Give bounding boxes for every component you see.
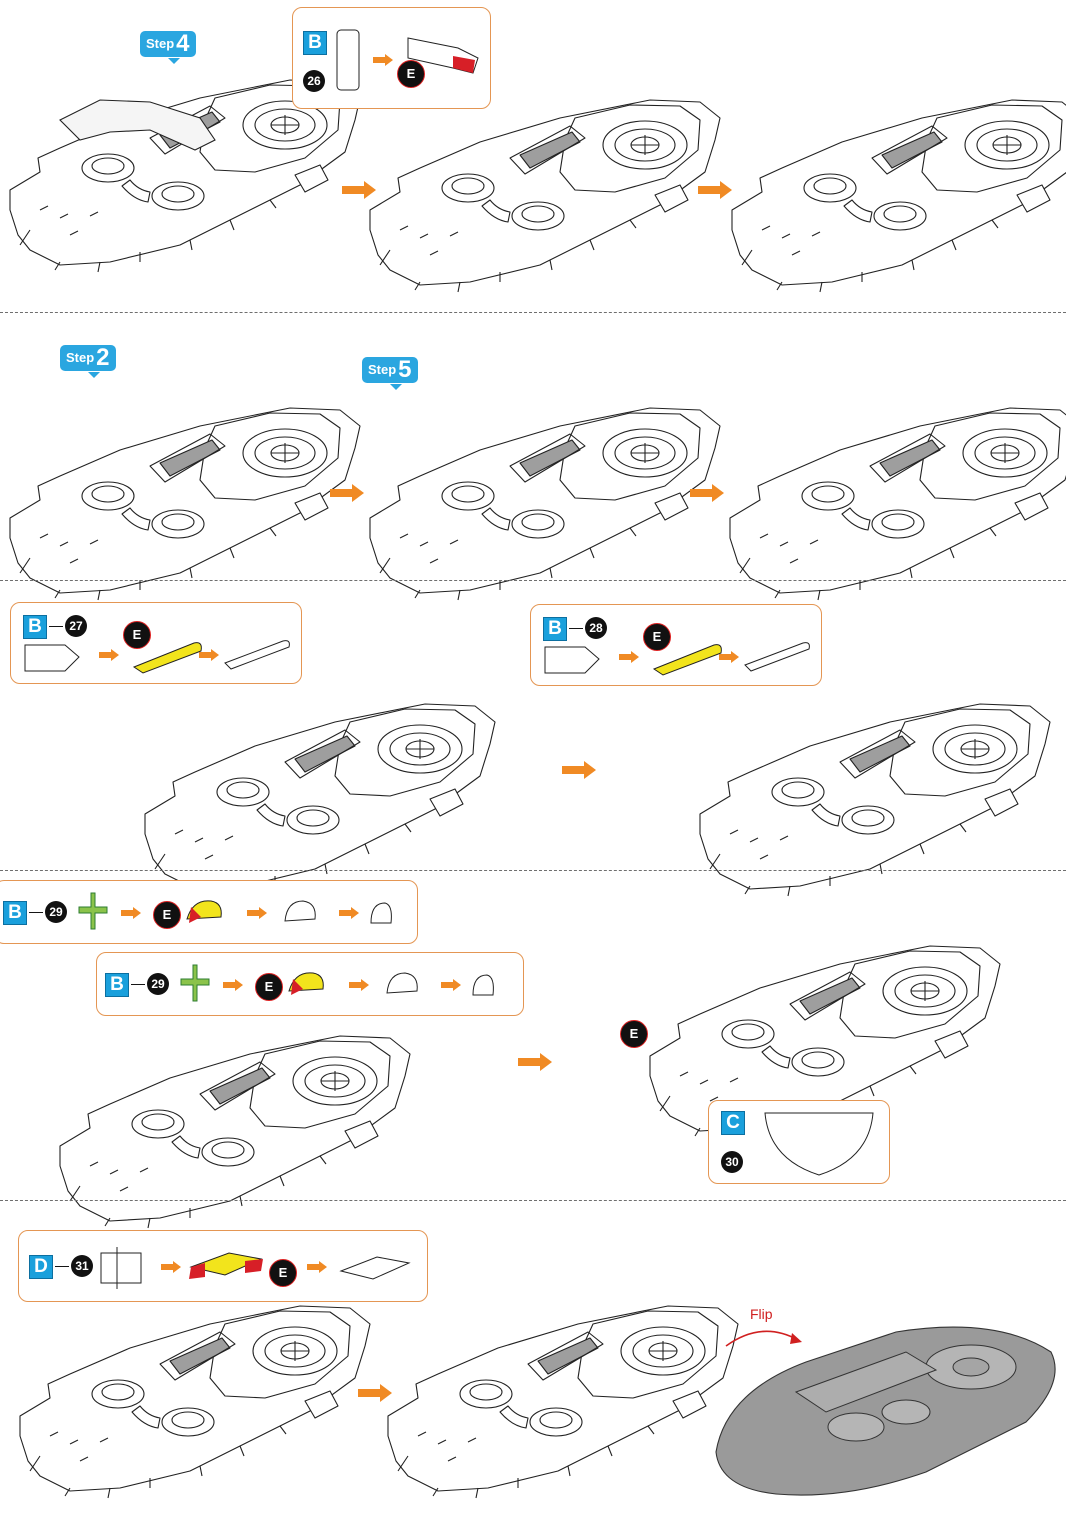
part-29-assembled xyxy=(386,972,418,994)
flipped-ship-illustration xyxy=(715,1326,1056,1496)
part-26-folded xyxy=(407,37,479,74)
fold-arrow-icon xyxy=(161,1261,181,1273)
sheet-b-label: B xyxy=(303,31,327,55)
part-30-flat xyxy=(764,1112,874,1176)
fold-arrow-icon xyxy=(719,651,739,663)
part-31-folding xyxy=(189,1252,263,1279)
fold-arrow-icon xyxy=(99,649,119,661)
fold-arrow-icon xyxy=(307,1261,327,1273)
fold-arrow-icon xyxy=(349,979,369,991)
part-29-flat xyxy=(180,964,210,1002)
sheet-c-label: C xyxy=(721,1111,745,1135)
e-fold-icon: E xyxy=(269,1259,297,1287)
fold-arrow-icon xyxy=(223,979,243,991)
fold-arrow-icon xyxy=(247,907,267,919)
separator-dash: — xyxy=(29,903,43,919)
ship-illustration xyxy=(369,99,721,293)
flow-arrow-icon xyxy=(562,761,596,779)
part-30-number: 30 xyxy=(721,1151,743,1173)
part-27-finished xyxy=(224,640,290,670)
separator-dash: — xyxy=(569,619,583,635)
callout-part-29b: B — 29 E xyxy=(96,952,524,1016)
section-divider xyxy=(0,870,1066,871)
panel-5: D — 31 E Flip xyxy=(0,1206,1066,1501)
callout-part-26: B 26 E xyxy=(292,7,491,109)
part-29-number: 29 xyxy=(45,901,67,923)
part-31-finished xyxy=(339,1256,411,1280)
part-28-finished xyxy=(744,642,810,672)
sheet-b-label: B xyxy=(543,617,567,641)
part-26-number: 26 xyxy=(303,70,325,92)
part-29-assembled xyxy=(284,900,316,922)
fold-arrow-icon xyxy=(373,54,393,66)
part-29-finished xyxy=(370,902,392,924)
flip-label: Flip xyxy=(750,1306,773,1322)
flow-arrow-icon xyxy=(698,181,732,199)
flow-arrow-icon xyxy=(358,1384,392,1402)
step-4-label: Step4 xyxy=(140,31,196,64)
step-2-label: Step2 xyxy=(60,345,116,378)
callout-part-27: B — 27 E xyxy=(10,602,302,684)
flow-arrow-icon xyxy=(518,1053,552,1071)
part-27-folded xyxy=(132,642,202,674)
part-27-flat xyxy=(24,644,80,672)
part-27-number: 27 xyxy=(65,615,87,637)
sheet-d-label: D xyxy=(29,1255,53,1279)
callout-part-28: B — 28 E xyxy=(530,604,822,686)
step-5-label: Step5 xyxy=(362,357,418,390)
flow-arrow-icon xyxy=(342,181,376,199)
panel-3: B — 27 E B — 28 E xyxy=(0,586,1066,897)
part-26-flat xyxy=(336,29,360,91)
part-29-folding xyxy=(186,900,222,923)
section-divider xyxy=(0,312,1066,313)
flow-arrow-icon xyxy=(690,484,724,502)
e-fold-icon: E xyxy=(255,973,283,1001)
fold-arrow-icon xyxy=(121,907,141,919)
e-fold-icon: E xyxy=(123,621,151,649)
panel-4: B — 29 E B — 29 E E C 30 xyxy=(0,876,1066,1229)
part-28-number: 28 xyxy=(585,617,607,639)
part-31-flat xyxy=(100,1247,142,1289)
part-28-folded xyxy=(652,644,722,676)
panel-2: Step2 Step5 xyxy=(0,318,1066,601)
section-divider xyxy=(0,580,1066,581)
panel-1: Step4 B 26 E xyxy=(0,0,1066,306)
fold-arrow-icon xyxy=(339,907,359,919)
part-29-folding xyxy=(288,972,324,995)
section-divider xyxy=(0,1200,1066,1201)
sheet-b-label: B xyxy=(23,615,47,639)
part-28-flat xyxy=(544,646,600,674)
e-fold-icon: E xyxy=(153,901,181,929)
callout-part-29a: B — 29 E xyxy=(0,880,418,944)
flip-arrow-icon xyxy=(725,1330,802,1347)
part-29-finished xyxy=(472,974,494,996)
fold-arrow-icon xyxy=(441,979,461,991)
ship-illustration xyxy=(19,1305,371,1499)
fold-arrow-icon xyxy=(619,651,639,663)
part-29-number: 29 xyxy=(147,973,169,995)
part-29-flat xyxy=(78,892,108,930)
sheet-b-label: B xyxy=(105,973,129,997)
e-fold-icon: E xyxy=(397,60,425,88)
ship-illustration xyxy=(9,79,361,273)
ship-illustration xyxy=(731,99,1066,293)
separator-dash: — xyxy=(49,617,63,633)
fold-arrow-icon xyxy=(199,649,219,661)
part-31-number: 31 xyxy=(71,1255,93,1277)
e-fold-icon: E xyxy=(643,623,671,651)
callout-part-30: C 30 xyxy=(708,1100,890,1184)
separator-dash: — xyxy=(131,975,145,991)
flow-arrow-icon xyxy=(330,484,364,502)
ship-illustration xyxy=(387,1305,739,1499)
callout-part-31: D — 31 E xyxy=(18,1230,428,1302)
sheet-b-label: B xyxy=(3,901,27,925)
e-fold-icon: E xyxy=(620,1020,648,1048)
separator-dash: — xyxy=(55,1257,69,1273)
